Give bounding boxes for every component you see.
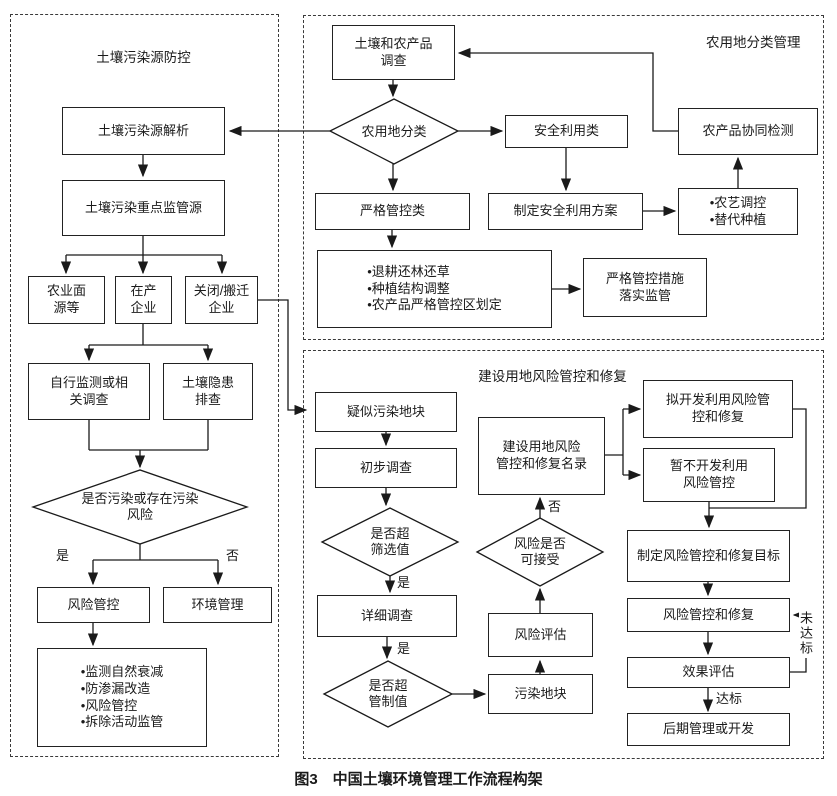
panel-title-source-prevention: 土壤污染源防控 xyxy=(96,50,191,65)
node-polluted-plot: 污染地块 xyxy=(488,674,593,714)
panel-farmland-classification-management xyxy=(303,15,824,340)
edge-label-yes-detailed: 是 xyxy=(397,641,411,656)
diamond-farmland-classification xyxy=(328,98,460,165)
node-safe-use-measures-list: •农艺调控 •替代种植 xyxy=(678,188,798,235)
edge-label-yes-left: 是 xyxy=(56,548,70,563)
node-soil-agri-product-survey: 土壤和农产品 调查 xyxy=(332,25,455,80)
edge-label-no-acceptable: 否 xyxy=(548,499,562,514)
edge-catalog-split xyxy=(605,409,624,475)
node-strict-control-measures-list: •退耕还林还草 •种植结构调整 •农产品严格管控区划定 xyxy=(317,250,552,328)
node-environment-management: 环境管理 xyxy=(163,587,272,623)
node-detailed-survey: 详细调查 xyxy=(317,595,457,637)
node-risk-control-measures-list: •监测自然衰减 •防渗漏改造 •风险管控 •拆除活动监管 xyxy=(37,648,207,747)
node-not-developed-risk-control: 暂不开发利用 风险管控 xyxy=(643,448,775,502)
node-preliminary-survey: 初步调查 xyxy=(315,448,457,488)
node-agricultural-nonpoint: 农业面 源等 xyxy=(28,276,105,324)
edges xyxy=(60,47,807,713)
node-key-supervision-sources: 土壤污染重点监管源 xyxy=(62,180,225,236)
node-safe-use-category: 安全利用类 xyxy=(505,115,628,148)
decision-exceed-control-label: 是否超 管制值 xyxy=(368,677,408,709)
edge-label-reached-standard: 达标 xyxy=(716,691,743,706)
panel-title-construction-land: 建设用地风险管控和修复 xyxy=(478,369,627,384)
decision-risk-acceptable-label: 风险是否 可接受 xyxy=(513,535,567,567)
node-risk-control-and-remediation: 风险管控和修复 xyxy=(627,598,790,632)
node-hidden-danger-check: 土壤隐患 排查 xyxy=(163,363,253,420)
node-effect-evaluation: 效果评估 xyxy=(627,657,790,688)
node-risk-control-catalog: 建设用地风险 管控和修复名录 xyxy=(478,417,605,495)
edge-label-yes-screening: 是 xyxy=(397,575,411,590)
diamond-polluted-or-risk xyxy=(31,469,249,545)
decision-farmland-classification-label: 农用地分类 xyxy=(361,123,427,139)
diamond-risk-acceptable xyxy=(475,517,605,587)
edge-merge-to-decision xyxy=(88,420,209,451)
edge-decision-split xyxy=(93,544,218,561)
node-self-monitoring: 自行监测或相 关调查 xyxy=(28,363,150,420)
edge-develop-merge xyxy=(709,408,807,509)
node-risk-assessment: 风险评估 xyxy=(488,613,593,657)
diamond-exceed-screening xyxy=(320,507,460,577)
panel-title-farmland-management: 农用地分类管理 xyxy=(706,35,801,50)
node-to-be-developed-risk-control: 拟开发利用风险管 控和修复 xyxy=(643,380,793,438)
node-set-remediation-goals: 制定风险管控和修复目标 xyxy=(627,530,790,582)
edge-label-no-left: 否 xyxy=(226,548,240,563)
node-later-management-or-development: 后期管理或开发 xyxy=(627,713,790,746)
panel-soil-pollution-source-prevention xyxy=(10,14,279,757)
node-suspected-polluted-plot: 疑似污染地块 xyxy=(315,392,457,432)
edge-codetection-to-survey xyxy=(457,47,678,132)
node-risk-control: 风险管控 xyxy=(37,587,150,623)
node-soil-source-analysis: 土壤污染源解析 xyxy=(62,107,225,155)
edge-label-not-reached-standard: 未达标 xyxy=(798,609,813,658)
edge-operating-split xyxy=(89,324,208,346)
decision-diamonds xyxy=(31,98,605,728)
diamond-exceed-control xyxy=(322,660,454,728)
edge-closed-to-suspected xyxy=(258,299,308,416)
node-agri-product-codetection: 农产品协同检测 xyxy=(678,108,818,155)
panel-construction-land-risk-control xyxy=(303,350,824,759)
node-operating-enterprises: 在产 企业 xyxy=(115,276,172,324)
edge-supervision-split xyxy=(66,236,222,256)
node-closed-relocated-enterprises: 关闭/搬迁 企业 xyxy=(185,276,258,324)
node-strict-control-category: 严格管控类 xyxy=(315,193,470,230)
node-strict-measures-supervision: 严格管控措施 落实监管 xyxy=(583,258,707,317)
decision-exceed-screening-label: 是否超 筛选值 xyxy=(370,525,410,557)
decision-polluted-or-risk-label: 是否污染或存在污染 风险 xyxy=(81,490,199,522)
figure-caption: 图3 中国土壤环境管理工作流程构架 xyxy=(294,771,543,788)
node-safe-use-plan: 制定安全利用方案 xyxy=(488,193,643,230)
